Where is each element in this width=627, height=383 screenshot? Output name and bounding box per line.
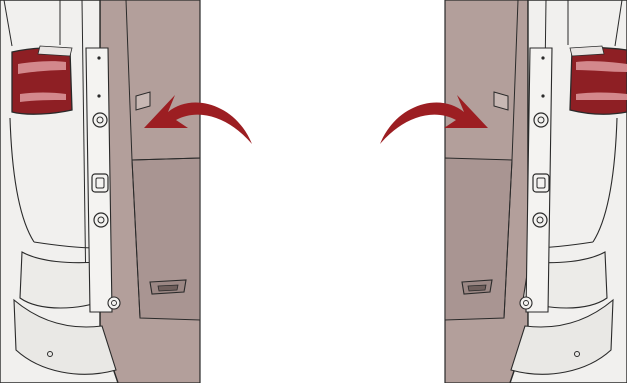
hinge-bracket — [135, 91, 151, 111]
bumper-sensor-icon — [574, 351, 580, 357]
curved-arrow-icon — [380, 95, 488, 144]
door-bolt-icon — [92, 112, 108, 128]
tail-light-icon — [569, 45, 627, 115]
hinge-bracket — [493, 91, 509, 111]
right-door-panel — [380, 0, 627, 383]
tail-light-icon — [11, 45, 73, 115]
door-bolt-icon — [519, 296, 533, 310]
step-handle-icon — [149, 279, 187, 295]
curved-arrow-icon — [144, 95, 252, 144]
bumper-sensor-icon — [47, 351, 53, 357]
door-bolt-icon — [93, 212, 109, 228]
door-latch-icon — [91, 173, 109, 193]
left-door-panel — [0, 0, 252, 383]
left-cargo-floor — [131, 157, 201, 321]
step-handle-icon — [461, 279, 493, 295]
door-bolt-icon — [107, 296, 121, 310]
right-cargo-floor — [444, 157, 513, 321]
door-bolt-icon — [532, 212, 548, 228]
door-latch-icon — [532, 173, 550, 193]
door-bolt-icon — [533, 112, 549, 128]
